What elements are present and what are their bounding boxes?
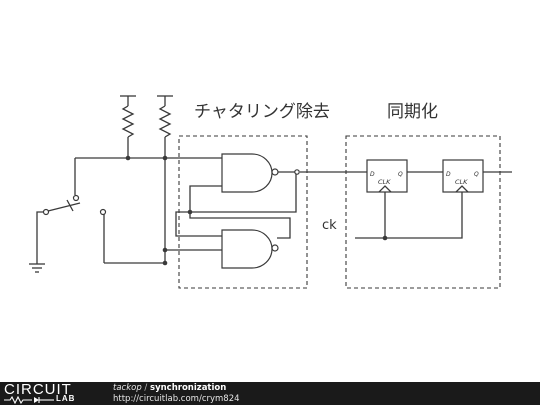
clock-label: ck bbox=[322, 218, 337, 233]
footer-bar: CIRCUIT LAB tackop / synchronization htt… bbox=[0, 381, 540, 405]
ff1-q-pin: Q bbox=[398, 171, 403, 178]
junction-dots bbox=[125, 155, 388, 266]
pullup-resistor-left bbox=[120, 95, 136, 158]
circuitlab-logo: CIRCUIT LAB bbox=[4, 381, 96, 404]
sync-box bbox=[345, 135, 501, 289]
schematic-canvas: D Q CLK D Q CLK チャタリング除去 同期化 ck bbox=[29, 95, 512, 289]
project-line: tackop / synchronization bbox=[113, 383, 226, 393]
ff2-d-pin: D bbox=[446, 171, 451, 178]
sync-title: 同期化 bbox=[387, 102, 438, 122]
debounce-title: チャタリング除去 bbox=[194, 102, 330, 122]
logo-circuit-icon bbox=[4, 396, 54, 404]
logo-bottom-text: LAB bbox=[56, 394, 76, 403]
logo-top-text: CIRCUIT bbox=[4, 381, 72, 398]
project-url-link[interactable]: http://circuitlab.com/crym824 bbox=[113, 394, 240, 404]
ff1-clk-pin: CLK bbox=[378, 178, 391, 186]
flip-flop-2: D Q CLK bbox=[442, 159, 484, 193]
url-line: http://circuitlab.com/crym824 bbox=[113, 394, 240, 404]
path-separator: / bbox=[141, 383, 151, 393]
author-link[interactable]: tackop bbox=[113, 383, 142, 393]
ff2-q-pin: Q bbox=[474, 171, 479, 178]
ff2-clk-pin: CLK bbox=[455, 178, 468, 186]
switch bbox=[42, 194, 107, 216]
project-name[interactable]: synchronization bbox=[150, 383, 227, 393]
pullup-resistor-right bbox=[157, 95, 173, 158]
wires bbox=[29, 157, 512, 273]
flip-flop-1: D Q CLK bbox=[366, 159, 408, 193]
debounce-box bbox=[178, 135, 308, 289]
ff1-d-pin: D bbox=[370, 171, 375, 178]
nand-gate-upper bbox=[221, 153, 300, 193]
nand-gate-lower bbox=[221, 229, 279, 269]
